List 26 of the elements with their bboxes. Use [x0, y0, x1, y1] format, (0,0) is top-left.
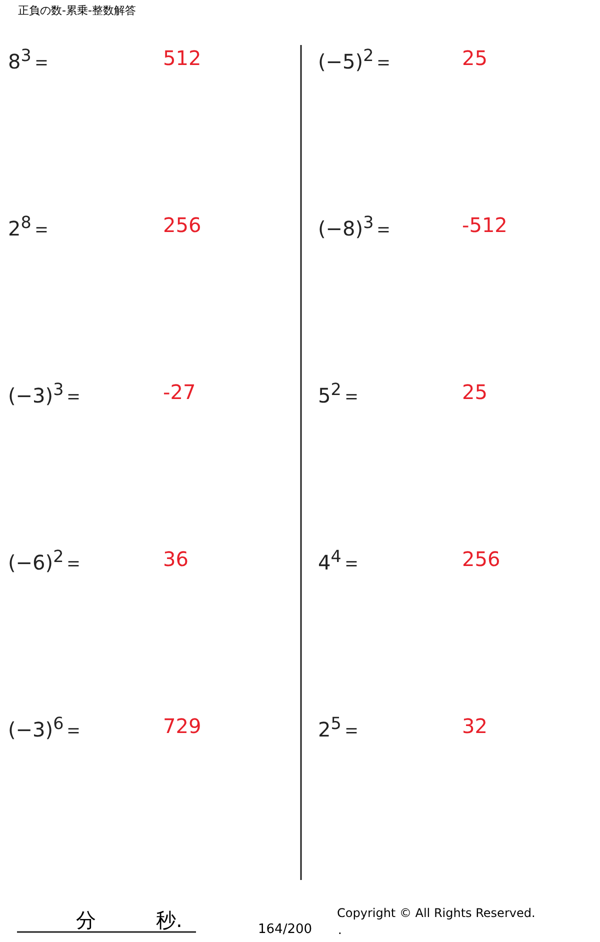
problem-text: 8$^{3}$＝: [8, 46, 52, 76]
answer-text: 729: [163, 714, 202, 738]
footer-text: .: [338, 923, 342, 937]
problem-text: 2$^{5}$＝: [318, 714, 362, 744]
problem-text: 2$^{8}$＝: [8, 213, 52, 243]
problem-text: (−3)$^{3}$＝: [8, 380, 84, 410]
answer-text: 256: [163, 213, 202, 237]
answer-text: 512: [163, 46, 202, 70]
answer-text: -512: [462, 213, 508, 237]
problem-text: (−6)$^{2}$＝: [8, 547, 84, 577]
problem-text: (−5)$^{2}$＝: [318, 46, 394, 76]
problem-text: 5$^{2}$＝: [318, 380, 362, 410]
problem-text: (−3)$^{6}$＝: [8, 714, 84, 744]
answer-text: 36: [163, 547, 188, 571]
answer-text: 25: [462, 46, 488, 70]
problem-text: 4$^{4}$＝: [318, 547, 362, 577]
seconds-label: 秒.: [156, 907, 182, 934]
copyright-notice: Copyright © All Rights Reserved.: [337, 906, 536, 920]
answer-text: 25: [462, 380, 488, 404]
minutes-label: 分: [76, 907, 96, 934]
answer-text: -27: [163, 380, 196, 404]
page-number: 164/200: [258, 922, 312, 937]
answer-text: 256: [462, 547, 500, 571]
worksheet-title: 正負の数-累乗-整数解答: [18, 3, 136, 18]
answer-text: 32: [462, 714, 488, 738]
problem-text: (−8)$^{3}$＝: [318, 213, 394, 243]
